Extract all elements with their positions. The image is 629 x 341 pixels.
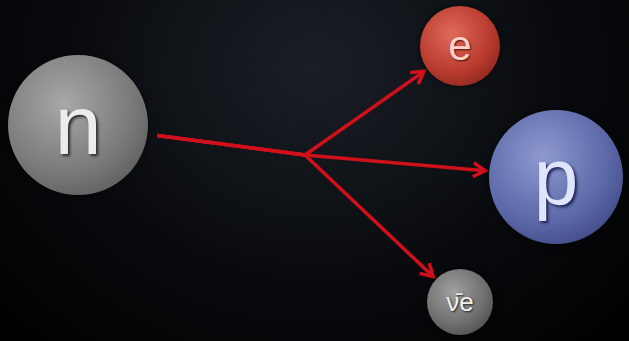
decay-arrow [157,135,433,276]
neutron-sphere: n [8,55,148,195]
particle-symbol: e [448,25,471,67]
particle-symbol: n [55,83,102,167]
particle-symbol: p [534,137,579,217]
particle-symbol: ν̄e [446,289,473,315]
antineutrino-sphere: ν̄e [427,269,493,335]
electron-sphere: e [420,6,500,86]
proton-sphere: p [489,110,623,244]
